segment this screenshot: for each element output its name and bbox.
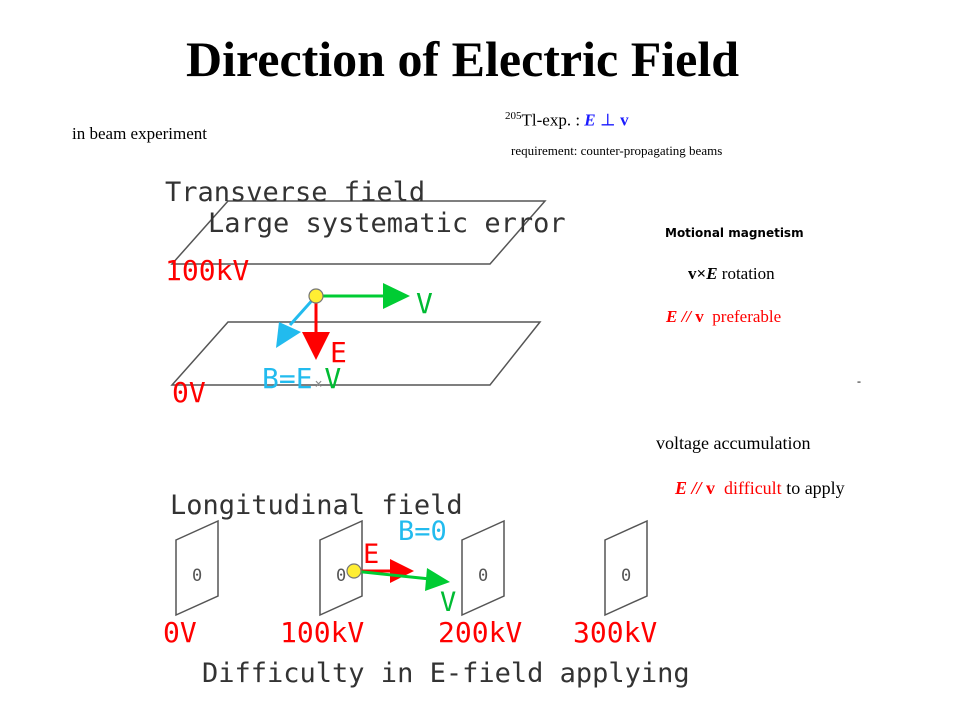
efield-arrowhead [302, 332, 330, 360]
voltage-line: E // v difficult to apply [675, 478, 845, 499]
tl-exp-line: 205Tl-exp. : E ⊥ v [505, 110, 629, 131]
plate-hole-1: 0 [336, 566, 346, 586]
particle-lower [346, 563, 362, 579]
plate-hole-3: 0 [621, 566, 631, 586]
longitudinal-title: Longitudinal field [170, 490, 463, 521]
volt-par: // [687, 478, 707, 498]
vxE-prefix: v× [688, 264, 707, 283]
long-plate-3: 0 [604, 519, 648, 617]
long-efield-label: E [363, 539, 379, 570]
vxE-E: E [706, 264, 718, 283]
long-volt-2: 200kV [438, 616, 522, 649]
long-plate-0: 0 [175, 519, 219, 617]
voltage-heading: voltage accumulation [656, 433, 811, 453]
vxE-rotation: v×E rotation [688, 264, 775, 284]
volt-E: E [675, 478, 688, 498]
in-beam-label: in beam experiment [72, 124, 208, 143]
long-volt-1: 100kV [280, 616, 364, 649]
perp-symbol: ⊥ [599, 110, 616, 130]
longitudinal-caption: Difficulty in E-field applying [202, 658, 690, 689]
pref-E: E [666, 307, 678, 326]
velocity-arrowhead [383, 283, 410, 309]
efield-label: E [330, 336, 347, 369]
long-plate-1: 0 [319, 519, 363, 617]
volt-difficult: difficult [724, 478, 782, 498]
cross-product-label: B=E×V [262, 362, 341, 395]
stray-dot: - [857, 374, 861, 388]
cross-symbol: × [315, 377, 323, 392]
volt-v: v [706, 478, 716, 498]
v100-label: 100kV [165, 254, 249, 287]
long-efield-arrowhead [390, 559, 414, 583]
transverse-title: Transverse field [165, 177, 425, 208]
volt-suffix: to apply [781, 478, 845, 498]
long-velocity-line [353, 569, 431, 581]
long-velocity-arrowhead [425, 568, 450, 591]
pref-par: // [677, 307, 696, 326]
transverse-subtitle: Large systematic error [208, 208, 566, 239]
long-velocity-label: V [440, 587, 456, 618]
motional-heading: Motional magnetism [665, 226, 804, 240]
tl-exp-label: Tl-exp. : [521, 110, 585, 130]
long-b-zero: B=0 [398, 516, 447, 547]
upper-plate [170, 200, 547, 265]
b-equals-e: B=E [262, 362, 313, 395]
tl-isotope-sup: 205 [505, 110, 522, 122]
preferable-line: E // v preferable [666, 307, 781, 327]
long-volt-0: 0V [163, 616, 197, 649]
cross-v: V [324, 362, 341, 395]
requirement-text: requirement: counter-propagating beams [511, 143, 723, 158]
plate-hole-2: 0 [478, 566, 488, 586]
tl-exp-E: E [584, 110, 596, 130]
particle-upper [308, 288, 324, 304]
page-title: Direction of Electric Field [185, 31, 740, 87]
lower-plate [170, 321, 542, 386]
plate-hole-0: 0 [192, 566, 202, 586]
pref-v: v [695, 307, 704, 326]
pref-word: preferable [712, 307, 782, 326]
long-plate-2: 0 [461, 519, 505, 617]
v0-label: 0V [172, 376, 206, 409]
long-volt-3: 300kV [573, 616, 657, 649]
velocity-label: V [416, 287, 433, 320]
bfield-arrowhead [276, 322, 301, 348]
tl-exp-v: v [620, 110, 629, 130]
vxE-suffix: rotation [717, 264, 775, 283]
